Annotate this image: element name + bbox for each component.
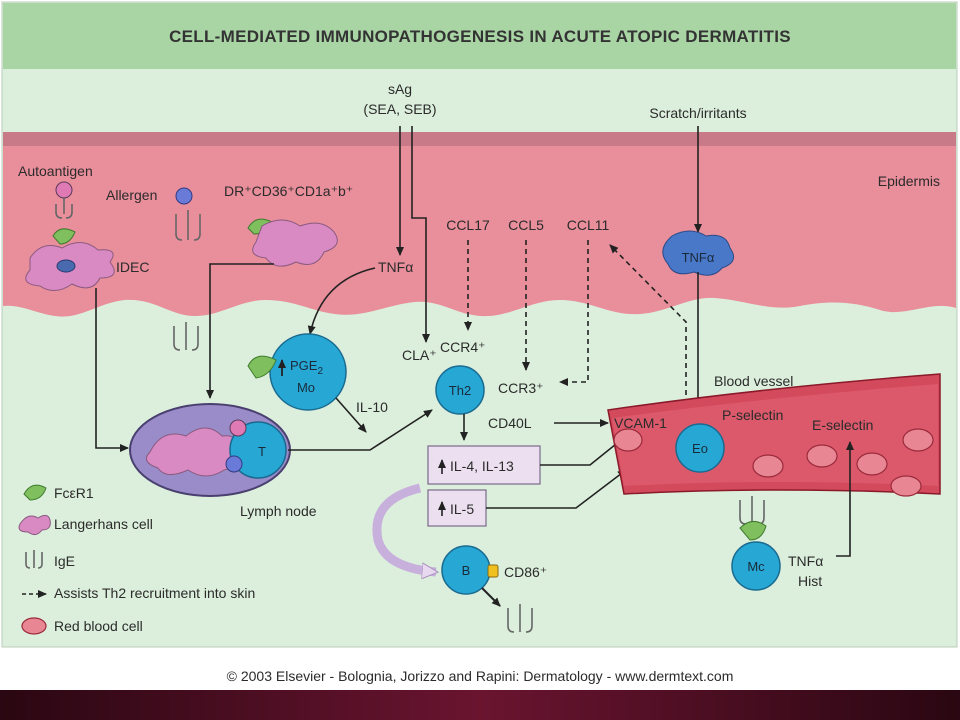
antigen-pink-icon — [229, 419, 247, 437]
ccl11-dashed-arrow — [559, 240, 589, 386]
cla-label: CLA⁺ — [402, 347, 437, 363]
keratinocyte-tnf-cell — [662, 230, 735, 276]
cd86-icon — [487, 564, 499, 578]
rbc — [890, 475, 922, 497]
ccr4-label: CCR4⁺ — [440, 339, 486, 355]
legend-rbc-icon — [21, 617, 47, 635]
langerhans-to-lymph-node-arrow — [206, 263, 274, 399]
rbc — [806, 444, 838, 468]
rbc — [856, 452, 888, 476]
legend-ige-label: IgE — [54, 553, 75, 569]
mo-label: Mo — [297, 380, 315, 395]
ige-on-idec-icon — [55, 198, 73, 219]
legend-rbc-label: Red blood cell — [54, 618, 143, 634]
mc-label: Mc — [747, 559, 765, 574]
legend: FcεR1 Langerhans cell IgE Assists Th2 re… — [18, 484, 255, 635]
dr-cd36-cd1a-label: DR⁺CD36⁺CD1a⁺b⁺ — [224, 183, 353, 199]
mc-to-e-selectin-arrow — [836, 441, 854, 557]
tnf-alpha-right-label: TNFα — [682, 250, 715, 265]
il5-box — [427, 489, 487, 527]
il4-il13-label: IL-4, IL-13 — [450, 458, 514, 474]
epidermis-label: Epidermis — [878, 173, 940, 189]
allergen-icon — [175, 187, 193, 205]
p-selectin-label: P-selectin — [722, 407, 783, 423]
sag-to-cla-arrow — [411, 126, 430, 343]
epidermal-langerhans-cell — [252, 219, 338, 267]
blood-vessel-label: Blood vessel — [714, 373, 793, 389]
mo-to-il10-arrow — [335, 397, 367, 433]
mast-cell — [731, 541, 781, 591]
rbc — [752, 454, 784, 478]
mc-tnf-alpha-label: TNFα — [788, 553, 823, 569]
ccl5-label: CCL5 — [508, 217, 544, 233]
il5-to-vessel-arrow — [486, 469, 627, 509]
title-banner — [3, 3, 956, 69]
legend-ige-icon — [25, 550, 43, 569]
monocyte-cell — [269, 333, 347, 411]
il10-label: IL-10 — [356, 399, 388, 415]
legend-langerhans-icon — [18, 514, 51, 536]
b-to-ige-arrow — [481, 587, 501, 607]
tnf-to-pge2-arrow — [307, 267, 376, 335]
legend-fcer1-label: FcεR1 — [54, 485, 94, 501]
legend-langerhans-label: Langerhans cell — [54, 516, 153, 532]
autoantigen-icon — [55, 181, 73, 199]
copyright-footer: © 2003 Elsevier - Bolognia, Jorizzo and … — [227, 668, 734, 684]
ige-dermis-icon — [173, 322, 199, 351]
hist-label: Hist — [798, 573, 822, 589]
fcer1-on-idec-icon — [52, 228, 76, 245]
b-cell-label: B — [462, 563, 471, 578]
epidermis-layer — [3, 146, 956, 317]
t-to-th2-arrow — [288, 409, 433, 451]
e-selectin-label: E-selectin — [812, 417, 873, 433]
ccl11-label: CCL11 — [567, 217, 610, 233]
rbc — [902, 428, 934, 452]
sag-label: sAg — [388, 81, 412, 97]
stratum-corneum — [3, 132, 956, 146]
cd40l-label: CD40L — [488, 415, 532, 431]
idec-nucleus — [56, 259, 76, 273]
th2-cell — [435, 365, 485, 415]
mast-cell-fcer1-icon — [739, 521, 767, 541]
lymph-node-t-cell — [229, 421, 287, 479]
eo-to-ccl11-dashed-arrow — [609, 244, 687, 422]
il4-il13-box — [427, 445, 541, 485]
legend-fcer1-icon — [23, 484, 47, 501]
il5-label: IL-5 — [450, 501, 474, 517]
ccr3-label: CCR3⁺ — [498, 380, 544, 396]
eosinophil-cell — [675, 423, 725, 473]
cd86-label: CD86⁺ — [504, 564, 547, 580]
il4-to-vessel-arrow — [540, 435, 627, 466]
diagram-frame — [1, 1, 958, 648]
idec-to-lymph-node-arrow — [95, 288, 129, 452]
th2-label: Th2 — [449, 383, 471, 398]
rbc — [613, 428, 643, 452]
autoantigen-label: Autoantigen — [18, 163, 93, 179]
eo-label: Eo — [692, 441, 708, 456]
ccl17-label: CCL17 — [446, 217, 490, 233]
class-switch-arrow — [372, 483, 436, 572]
monocyte-fcer1-icon — [247, 355, 277, 379]
diagram-title: CELL-MEDIATED IMMUNOPATHOGENESIS IN ACUT… — [169, 27, 791, 46]
vcam1-label: VCAM-1 — [614, 415, 667, 431]
antigen-blue-icon — [225, 455, 243, 473]
sag-sub-label: (SEA, SEB) — [363, 101, 436, 117]
ige-epidermis-icon — [175, 210, 201, 241]
allergen-label: Allergen — [106, 187, 157, 203]
legend-assists-label: Assists Th2 recruitment into skin — [54, 585, 255, 601]
idec-label: IDEC — [116, 259, 149, 275]
bottom-bar — [0, 690, 960, 720]
red-blood-cells — [613, 428, 934, 497]
scratch-label: Scratch/irritants — [649, 105, 746, 121]
ige-secreted-icon — [507, 604, 533, 633]
pge2-label: PGE2 — [290, 358, 323, 377]
t-cell-label: T — [258, 444, 266, 459]
tnf-alpha-epidermis-label: TNFα — [378, 259, 413, 275]
lymph-node-label: Lymph node — [240, 503, 317, 519]
